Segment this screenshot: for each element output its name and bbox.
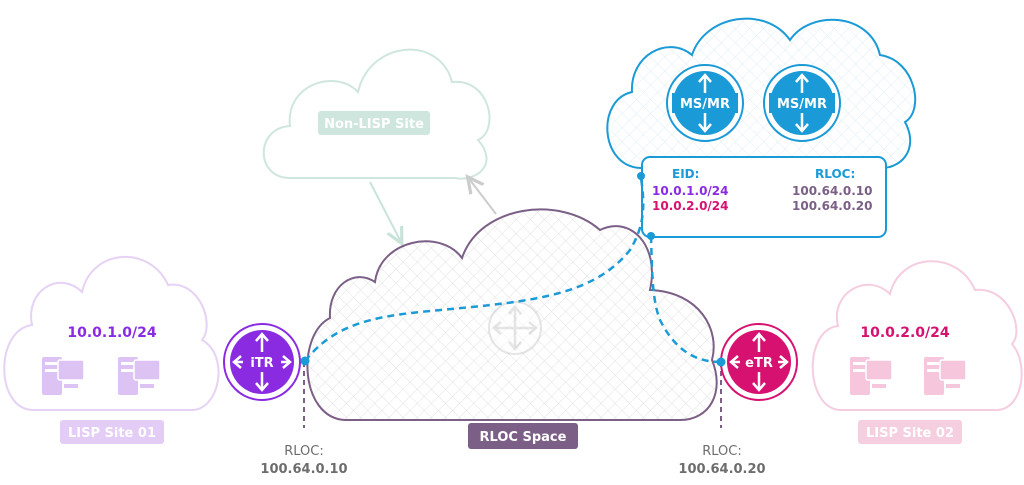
- lisp-site-02-label: LISP Site 02: [866, 426, 954, 441]
- rloc-space-label: RLOC Space: [480, 430, 567, 445]
- lisp-site-01-label: LISP Site 01: [68, 426, 156, 441]
- rloc-row-1: 100.64.0.10: [792, 184, 872, 198]
- itr-to-map-server-path: [304, 177, 645, 362]
- server-computer-icon: [118, 357, 161, 395]
- eid-header: EID:: [672, 167, 699, 181]
- rloc-space-tag: [468, 423, 578, 449]
- rloc-header: RLOC:: [815, 167, 855, 181]
- ms-mr-label: MS/MR: [680, 97, 730, 112]
- lisp-site-02-prefix: 10.0.2.0/24: [860, 325, 950, 341]
- server-computer-icon: [42, 357, 85, 395]
- etr-router: eTR: [720, 323, 798, 401]
- arrow-non-lisp-to-rloc: [369, 181, 400, 240]
- itr-router: iTR: [223, 323, 301, 401]
- rloc-row-2: 100.64.0.20: [792, 199, 872, 213]
- non-lisp-site-cloud: Non-LISP Site: [262, 48, 491, 180]
- lisp-site-01-tag: [60, 420, 164, 444]
- non-lisp-site-label: Non-LISP Site: [324, 117, 424, 132]
- lisp-site-02-tag: [858, 420, 962, 444]
- rloc-space-cloud: RLOC Space: [306, 208, 718, 449]
- itr-rloc-value: 100.64.0.10: [260, 462, 347, 477]
- lisp-site-01-prefix: 10.0.1.0/24: [67, 325, 157, 341]
- itr-label: iTR: [250, 356, 273, 371]
- router-arrows-icon: [488, 301, 542, 355]
- eid-row-1: 10.0.1.0/24: [652, 184, 729, 198]
- etr-rloc-value: 100.64.0.20: [678, 462, 765, 477]
- lisp-site-02-cloud: 10.0.2.0/24 LISP Site 02: [811, 260, 1023, 444]
- server-computer-icon: [924, 357, 967, 395]
- router-arrows-icon: MS/MR: [666, 64, 744, 142]
- etr-rloc-caption: RLOC:: [702, 444, 742, 459]
- map-server-to-etr-path: [649, 235, 722, 364]
- ms-mr-label: MS/MR: [777, 97, 827, 112]
- map-server-cloud: MS/MR MS/MR: [606, 17, 917, 170]
- arrow-rloc-to-non-lisp: [470, 180, 497, 215]
- lisp-site-01-cloud: 10.0.1.0/24 LISP Site 01: [3, 255, 220, 444]
- path-node: [637, 172, 645, 180]
- itr-rloc-caption: RLOC:: [284, 444, 324, 459]
- itr-port: [300, 356, 310, 366]
- eid-row-2: 10.0.2.0/24: [652, 199, 729, 213]
- non-lisp-site-tag: [318, 111, 430, 135]
- server-computer-icon: [850, 357, 893, 395]
- etr-port: [716, 357, 726, 367]
- router-arrows-icon: MS/MR: [763, 64, 841, 142]
- path-node: [647, 232, 655, 240]
- etr-label: eTR: [745, 356, 773, 371]
- mapping-table: EID: RLOC: 10.0.1.0/24 100.64.0.10 10.0.…: [641, 156, 887, 238]
